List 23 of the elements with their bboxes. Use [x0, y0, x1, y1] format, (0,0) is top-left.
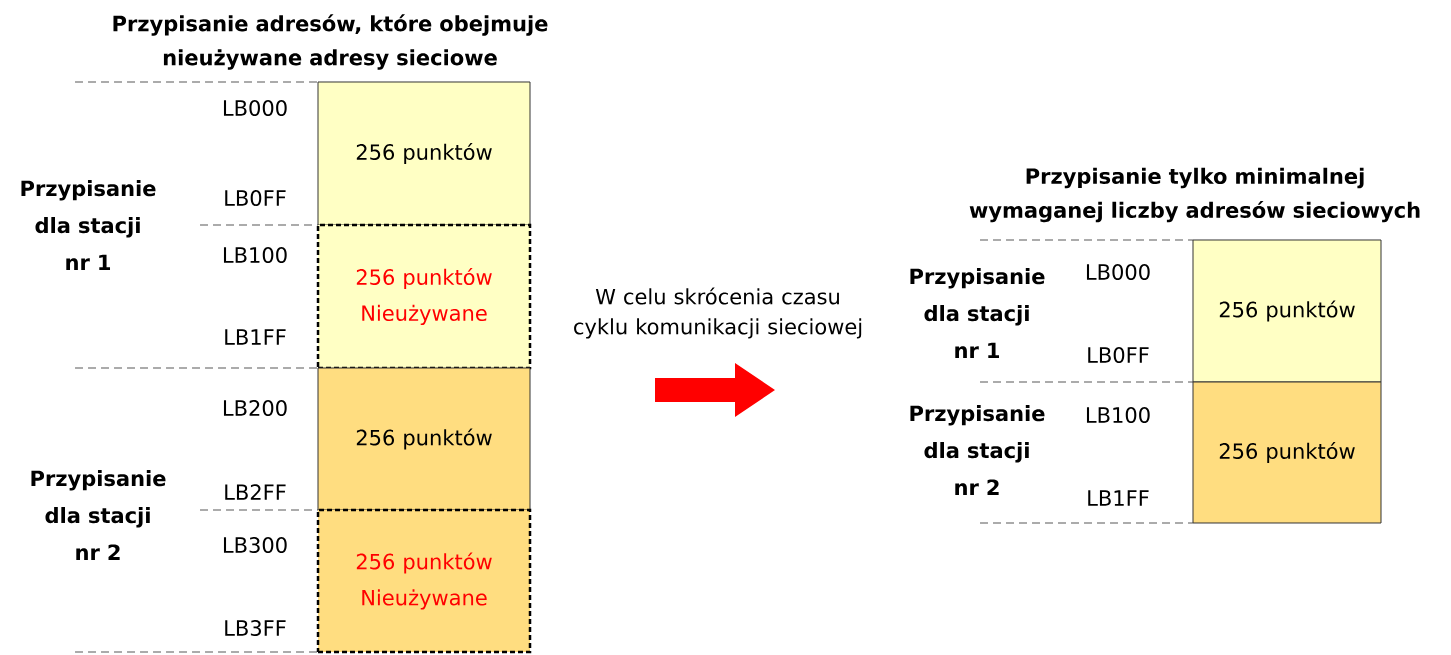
address-label: LB2FF: [225, 484, 286, 500]
note-text: W celu skrócenia czasu cyklu komunikacji sieciowej: [574, 287, 862, 339]
address-label: LB0FF: [1088, 347, 1149, 363]
address-label: LB0FF: [225, 190, 286, 206]
station-label: Przypisanie dla stacji nr 1: [910, 268, 1045, 358]
unused-memory-box: 256 punktów Nieużywane: [316, 223, 532, 370]
address-label: LB100: [1086, 407, 1150, 423]
memory-box: 256 punktów: [317, 367, 531, 511]
address-label: LB200: [223, 400, 287, 416]
memory-box: 256 punktów: [317, 81, 531, 226]
station-label: Przypisanie dla stacji nr 1: [21, 180, 156, 270]
address-label: LB300: [223, 537, 287, 553]
unused-memory-box: 256 punktów Nieużywane: [316, 508, 532, 654]
memory-box: 256 punktów: [1192, 239, 1382, 383]
address-label: LB000: [223, 100, 287, 116]
address-label: LB1FF: [1088, 490, 1149, 506]
memory-box: 256 punktów: [1192, 381, 1382, 524]
station-label: Przypisanie dla stacji nr 2: [910, 405, 1045, 495]
address-label: LB1FF: [225, 329, 286, 345]
address-label: LB000: [1086, 264, 1150, 280]
station-label: Przypisanie dla stacji nr 2: [31, 470, 166, 560]
address-label: LB100: [223, 247, 287, 263]
address-label: LB3FF: [225, 620, 286, 636]
